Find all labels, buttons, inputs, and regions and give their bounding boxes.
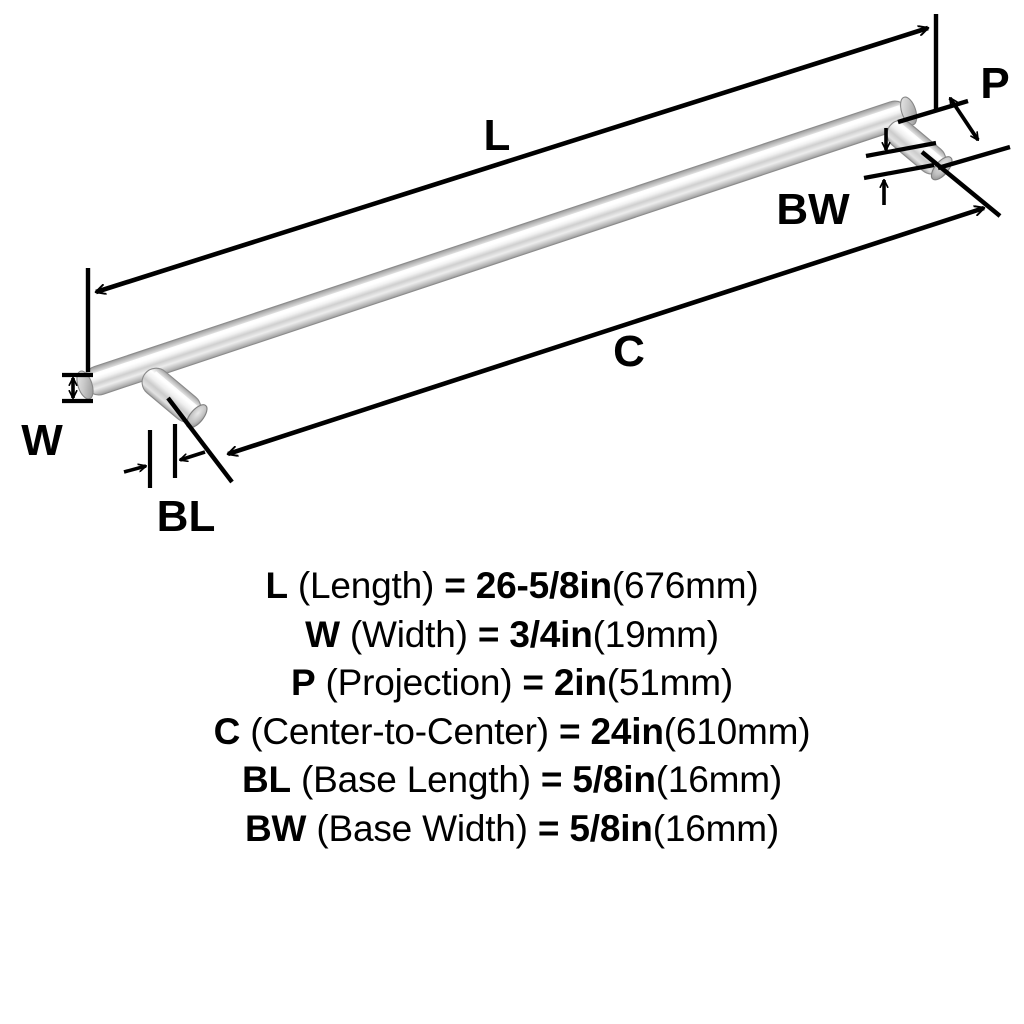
spec-code-P: P (290, 662, 316, 703)
ctc-dimension-line (228, 208, 984, 454)
spec-value-W: 3/4in (509, 613, 593, 655)
base-length-dimension (123, 424, 206, 488)
base-width-extension-top (865, 140, 937, 159)
spec-value-C: 24in (590, 710, 664, 752)
spec-code-C: C (213, 710, 241, 752)
spec-line-width: W (Width) = 3/4in(19mm) (305, 611, 719, 660)
spec-code-W: W (305, 613, 340, 655)
base-length-arrow-right (180, 450, 206, 460)
width-label: W (21, 416, 63, 465)
spec-line-base-length: BL (Base Length) = 5/8in(16mm) (242, 756, 782, 805)
base-width-label: BW (776, 185, 850, 234)
base-width-extension-bottom (863, 162, 935, 181)
spec-metric-L: (676mm) (611, 565, 759, 606)
spec-code-BW: BW (245, 807, 307, 849)
projection-extension-bottom (937, 144, 1011, 171)
base-width-dimension (863, 128, 937, 205)
spec-name-P: (Projection) (315, 662, 513, 703)
spec-code-L: L (265, 565, 288, 606)
spec-value-P: 2in (553, 662, 607, 703)
spec-code-BL: BL (242, 759, 291, 800)
projection-label: P (980, 59, 1009, 108)
ctc-extension-right (920, 150, 1002, 218)
spec-value-BL: 5/8in (572, 759, 656, 800)
spec-name-BW: (Base Width) (306, 807, 528, 849)
projection-dimension (897, 98, 1011, 171)
spec-line-projection: P (Projection) = 2in(51mm) (291, 659, 733, 708)
spec-line-center-to-center: C (Center-to-Center) = 24in(610mm) (214, 708, 811, 757)
spec-metric-W: (19mm) (592, 613, 719, 655)
center-to-center-label: C (613, 327, 645, 376)
width-dimension (62, 372, 93, 404)
ctc-extension-left (166, 396, 234, 484)
bar-pull-graphic (76, 96, 953, 429)
spec-equals-L: = (434, 565, 476, 606)
spec-metric-C: (610mm) (663, 710, 811, 752)
spec-value-L: 26-5/8in (475, 565, 612, 606)
spec-equals-BL: = (530, 759, 573, 800)
spec-line-base-width: BW (Base Width) = 5/8in(16mm) (245, 805, 779, 854)
spec-equals-P: = (512, 662, 554, 703)
spec-name-C: (Center-to-Center) (240, 710, 549, 752)
spec-metric-BW: (16mm) (652, 807, 779, 849)
center-to-center-dimension (166, 150, 1002, 484)
spec-name-BL: (Base Length) (290, 759, 531, 800)
spec-line-length: L (Length) = 26-5/8in(676mm) (265, 562, 758, 611)
left-mounting-post (141, 367, 208, 429)
handle-diagram: L C W B (21, 14, 1011, 541)
spec-name-W: (Width) (339, 613, 468, 655)
length-label: L (484, 111, 511, 160)
spec-equals-BW: = (527, 807, 570, 849)
spec-metric-P: (51mm) (606, 662, 734, 703)
base-length-arrow-left (123, 466, 146, 474)
spec-metric-BL: (16mm) (655, 759, 782, 800)
spec-equals-W: = (467, 613, 510, 655)
spec-equals-C: = (548, 710, 591, 752)
spec-value-BW: 5/8in (569, 807, 653, 849)
base-length-label: BL (157, 492, 216, 541)
specification-list: L (Length) = 26-5/8in(676mm) W (Width) =… (0, 562, 1024, 922)
spec-name-L: (Length) (287, 565, 435, 606)
projection-dimension-line (948, 98, 980, 140)
